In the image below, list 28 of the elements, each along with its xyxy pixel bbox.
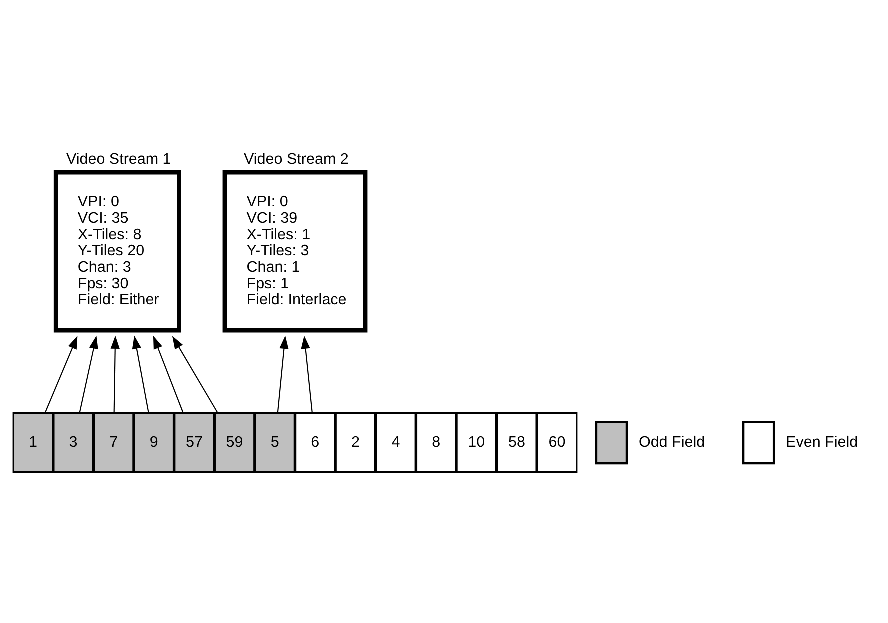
node-box: 60 <box>536 412 578 474</box>
node-box: 2 <box>334 412 376 474</box>
arrow <box>152 336 184 414</box>
arrow <box>276 336 288 414</box>
arrow <box>172 336 218 414</box>
node-box: 59 <box>214 412 255 474</box>
node-box: 1 <box>12 412 54 474</box>
node-box: 57 <box>174 412 214 474</box>
node-box: 3 <box>52 412 94 474</box>
node-box: 9 <box>133 412 174 474</box>
node-box: 8 <box>415 412 456 474</box>
node-label: Video Stream 2 <box>244 151 348 168</box>
legend-label: Odd Field <box>638 434 705 451</box>
node-box: 7 <box>92 412 134 474</box>
node-label: Video Stream 1 <box>66 151 171 168</box>
arrow <box>110 336 120 414</box>
node-box: 6 <box>294 412 336 474</box>
node-box: VPI: 0 VCI: 35 X-Tiles: 8 Y-Tiles 20 Chan: 3 Fps: 30 Field: Either <box>53 170 181 333</box>
arrow <box>44 336 78 414</box>
node-box: 4 <box>375 412 416 474</box>
arrow <box>132 336 149 414</box>
node-box: 10 <box>456 412 497 474</box>
arrow <box>300 336 312 414</box>
node-box: 5 <box>254 412 296 474</box>
legend-label: Even Field <box>786 434 858 451</box>
arrow <box>78 336 98 414</box>
node-box: 58 <box>496 412 537 474</box>
node-box: VPI: 0 VCI: 39 X-Tiles: 1 Y-Tiles: 3 Chan: 1 Fps: 1 Field: Interlace <box>222 170 368 333</box>
